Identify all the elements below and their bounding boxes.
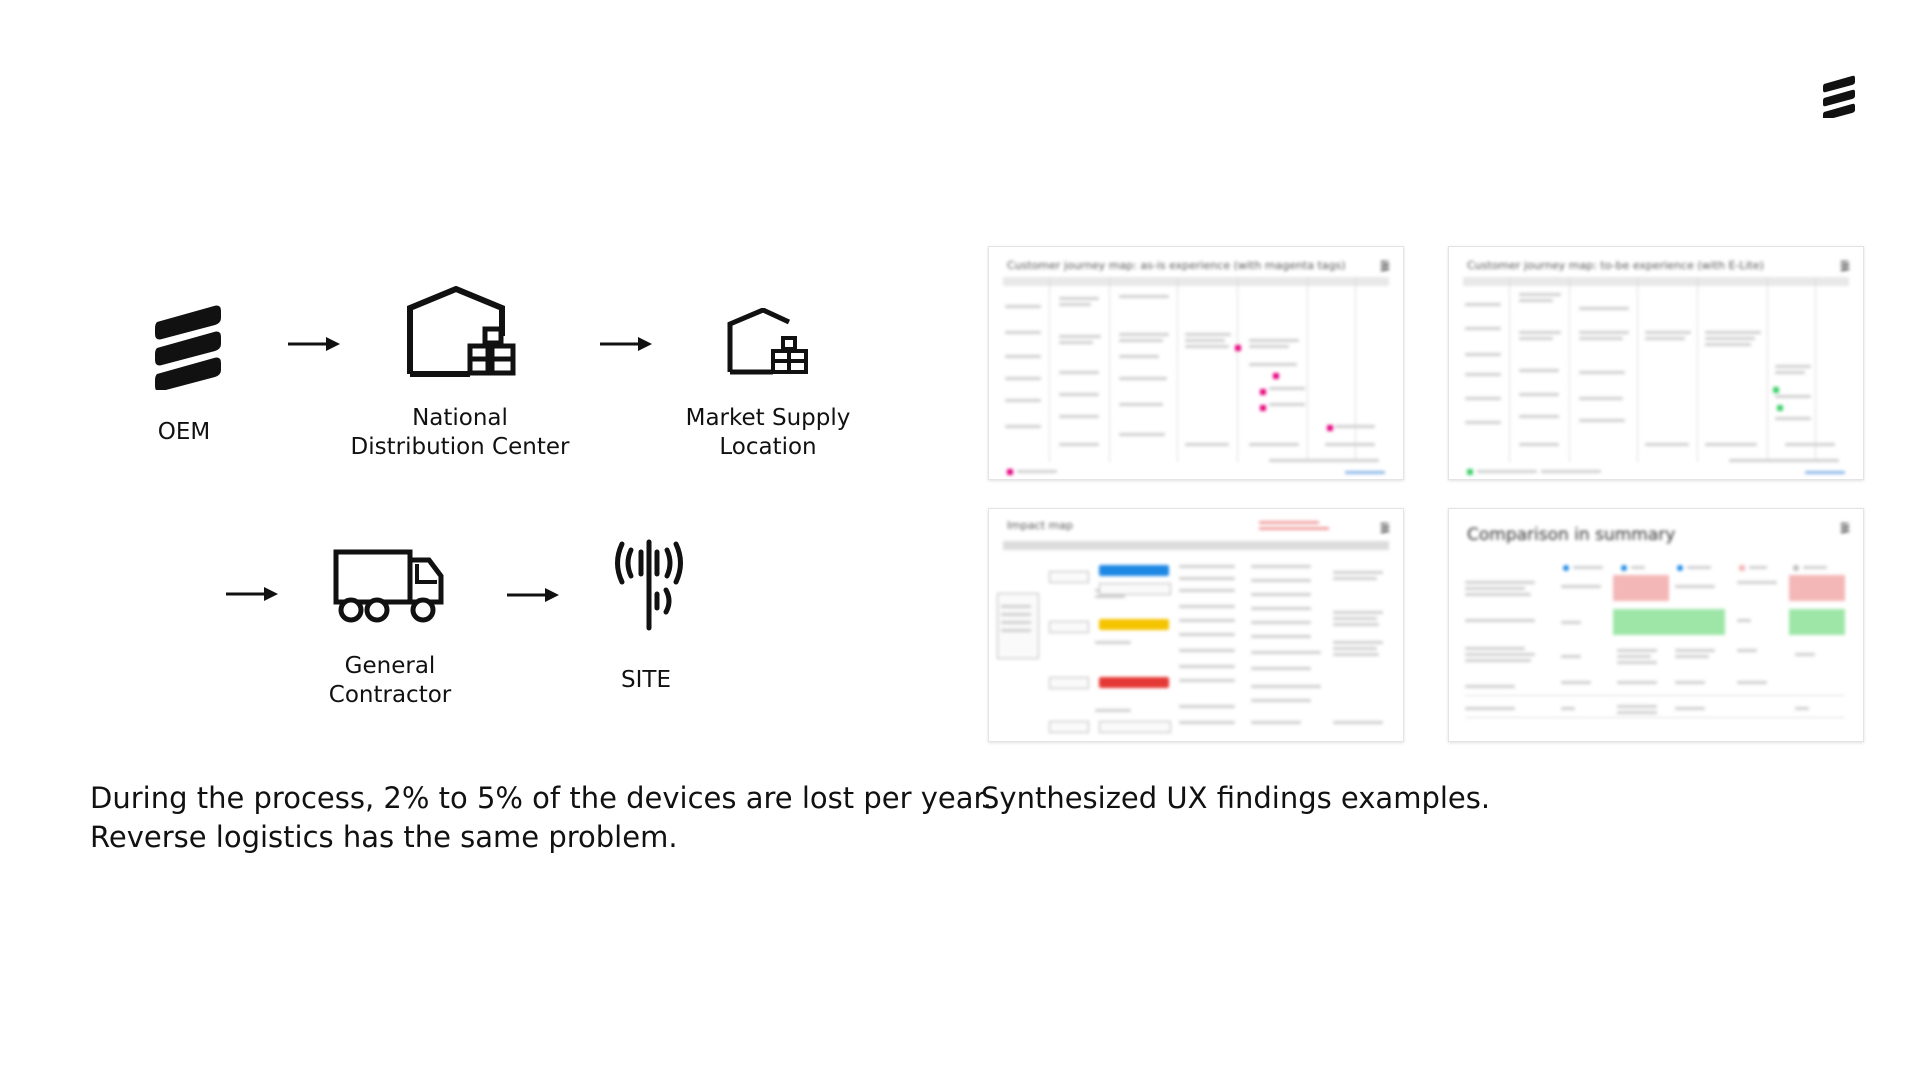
right-caption: Synthesized UX findings examples.: [981, 781, 1491, 815]
radio-tower-icon: [615, 539, 683, 631]
arrow-right-icon: [288, 337, 340, 351]
brand-logo-icon: [1823, 75, 1855, 118]
left-caption: During the process, 2% to 5% of the devi…: [90, 781, 992, 854]
arrow-right-icon: [600, 337, 652, 351]
delivery-truck-icon: [333, 549, 444, 623]
site-label: SITE: [621, 667, 671, 693]
comparison-summary-thumbnail[interactable]: Comparison in summary: [1448, 508, 1864, 742]
arrow-right-icon: [507, 588, 559, 602]
arrow-right-icon: [226, 587, 278, 601]
thumbnail-title: Comparison in summary: [1467, 525, 1676, 545]
ndc-label: National Distribution Center: [350, 405, 570, 460]
gc-label: General Contractor: [328, 653, 452, 708]
logo-icon: [1841, 523, 1849, 533]
oem-label: OEM: [157, 419, 211, 445]
journey-map-to-be-thumbnail[interactable]: Customer journey map: to-be experience (…: [1448, 246, 1864, 480]
impact-map-thumbnail[interactable]: Impact map: [988, 508, 1404, 742]
logo-icon: [1381, 523, 1389, 533]
small-warehouse-icon: [727, 308, 808, 375]
thumbnail-title: Impact map: [1007, 519, 1073, 532]
warehouse-icon: [407, 286, 516, 377]
logo-icon: [1841, 261, 1849, 271]
journey-map-as-is-thumbnail[interactable]: Customer journey map: as-is experience (…: [988, 246, 1404, 480]
thumbnail-title: Customer journey map: to-be experience (…: [1467, 259, 1764, 272]
thumbnail-title: Customer journey map: as-is experience (…: [1007, 259, 1346, 272]
logo-icon: [1381, 261, 1389, 271]
msl-label: Market Supply Location: [685, 405, 851, 460]
oem-logo-icon: [155, 305, 221, 390]
